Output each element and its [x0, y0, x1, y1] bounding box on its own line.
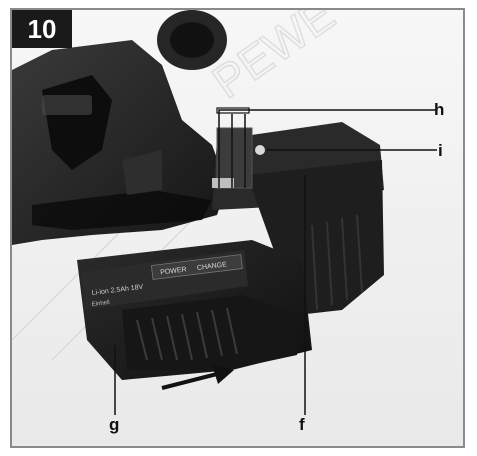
figure-number: 10	[12, 10, 72, 48]
product-photo: PEWE	[12, 10, 463, 446]
leader-lines	[114, 109, 437, 415]
svg-text:POWER: POWER	[160, 266, 187, 276]
battery-brand: Einhell	[92, 300, 111, 308]
svg-text:CHANGE: CHANGE	[197, 261, 228, 272]
figure-frame: PEWE	[10, 8, 465, 448]
callout-f: f	[299, 415, 305, 434]
callout-h: h	[434, 100, 445, 119]
callout-i: i	[438, 141, 443, 160]
arrow-right-icon	[161, 365, 234, 390]
power-xchange-badge: POWER CHANGE	[150, 254, 243, 280]
callout-g: g	[109, 415, 120, 434]
